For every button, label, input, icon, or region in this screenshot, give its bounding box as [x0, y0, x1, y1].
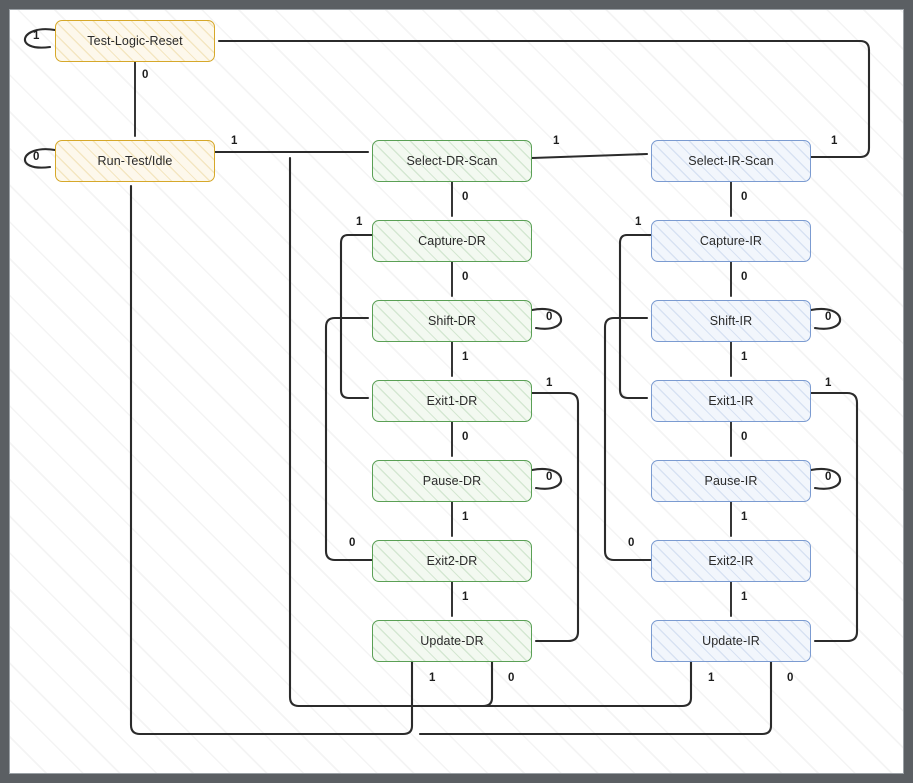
edge-label-exit2ir-upir: 1 [741, 591, 748, 603]
edge-exit2dr-shift [324, 316, 374, 562]
edge-rti-self [23, 148, 57, 169]
edge-label-pausedr-exit2: 1 [462, 511, 469, 523]
edge-label-capir-exit1ir: 1 [635, 216, 642, 228]
edge-label-exit2ir-shift: 0 [628, 537, 635, 549]
edge-label-rti-seldr: 1 [231, 135, 238, 147]
edge-upir-seldr [418, 660, 773, 736]
state-shift-dr[interactable]: Shift-DR [372, 300, 532, 342]
state-pause-ir[interactable]: Pause-IR [651, 460, 811, 502]
edge-label-exit1dr-updr: 1 [546, 377, 553, 389]
edge-seldr-selir [530, 152, 649, 160]
edge-label-pausedr-self: 0 [546, 471, 553, 483]
edge-label-capdr-shiftdr: 0 [462, 271, 469, 283]
edge-label-shiftdr-self: 0 [546, 311, 553, 323]
edge-label-shiftir-exit1: 1 [741, 351, 748, 363]
edge-label-exit1ir-pause: 0 [741, 431, 748, 443]
state-shift-ir[interactable]: Shift-IR [651, 300, 811, 342]
edge-exit2ir-shift [603, 316, 653, 562]
state-capture-dr[interactable]: Capture-DR [372, 220, 532, 262]
edge-pausedr-self [530, 467, 563, 490]
edge-label-updr-seldr: 0 [508, 672, 515, 684]
edge-capdr-exit1dr [339, 233, 374, 400]
edge-label-exit1ir-upir: 1 [825, 377, 832, 389]
edge-label-exit2dr-shift: 0 [349, 537, 356, 549]
edge-label-pauseir-exit2: 1 [741, 511, 748, 523]
edge-label-capdr-exit1dr: 1 [356, 216, 363, 228]
edge-shiftdr-self [530, 307, 563, 330]
state-exit1-ir[interactable]: Exit1-IR [651, 380, 811, 422]
edge-label-pauseir-self: 0 [825, 471, 832, 483]
state-select-dr-scan[interactable]: Select-DR-Scan [372, 140, 532, 182]
edge-exit1ir-upir [809, 391, 859, 643]
state-exit2-dr[interactable]: Exit2-DR [372, 540, 532, 582]
state-run-test-idle[interactable]: Run-Test/Idle [55, 140, 215, 182]
edge-updr-rti [129, 184, 414, 736]
state-select-ir-scan[interactable]: Select-IR-Scan [651, 140, 811, 182]
edge-capir-exit1ir [618, 233, 653, 400]
edge-label-rti-self: 0 [33, 151, 40, 163]
edge-label-seldr-capdr: 0 [462, 191, 469, 203]
edge-label-exit1dr-pause: 0 [462, 431, 469, 443]
edge-label-tlr-self: 1 [33, 30, 40, 42]
edge-shiftir-self [809, 307, 842, 330]
edge-exit1dr-updr [530, 391, 580, 643]
edge-label-tlr-rti: 0 [142, 69, 149, 81]
edge-pauseir-self [809, 467, 842, 490]
edge-label-upir-rti: 1 [708, 672, 715, 684]
edge-label-selir-tlr: 1 [831, 135, 838, 147]
edge-label-shiftir-self: 0 [825, 311, 832, 323]
state-update-dr[interactable]: Update-DR [372, 620, 532, 662]
state-test-logic-reset[interactable]: Test-Logic-Reset [55, 20, 215, 62]
edge-label-upir-seldr: 0 [787, 672, 794, 684]
state-update-ir[interactable]: Update-IR [651, 620, 811, 662]
edge-label-exit2dr-updr: 1 [462, 591, 469, 603]
edge-label-capir-shiftir: 0 [741, 271, 748, 283]
edge-label-seldr-selir: 1 [553, 135, 560, 147]
state-exit1-dr[interactable]: Exit1-DR [372, 380, 532, 422]
edge-selir-tlr [217, 39, 871, 159]
state-capture-ir[interactable]: Capture-IR [651, 220, 811, 262]
state-exit2-ir[interactable]: Exit2-IR [651, 540, 811, 582]
edge-tlr-self [23, 28, 57, 49]
state-pause-dr[interactable]: Pause-DR [372, 460, 532, 502]
edge-upir-rti [297, 660, 693, 708]
edge-label-selir-capir: 0 [741, 191, 748, 203]
edge-label-shiftdr-exit1: 1 [462, 351, 469, 363]
edge-label-updr-rti: 1 [429, 672, 436, 684]
